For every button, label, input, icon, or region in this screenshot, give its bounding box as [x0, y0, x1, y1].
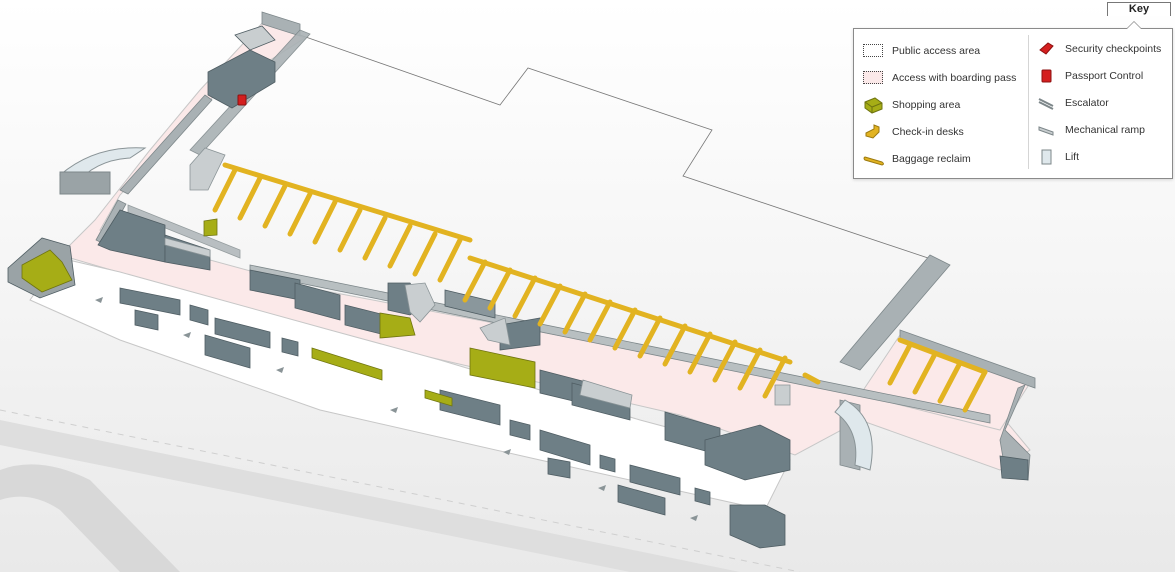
legend-item-escalator: Escalator: [1035, 89, 1161, 116]
passport-control-icon: [1035, 67, 1057, 85]
legend-item-ramp: Mechanical ramp: [1035, 116, 1161, 143]
check-in-desk-icon: [862, 123, 884, 141]
legend-label: Public access area: [892, 44, 981, 57]
light-blocks: [164, 147, 791, 409]
legend-item-check-in: Check-in desks: [862, 118, 1016, 145]
key-toggle-button[interactable]: Key: [1107, 2, 1171, 16]
legend-item-passport: Passport Control: [1035, 62, 1161, 89]
legend-label: Passport Control: [1065, 69, 1144, 82]
legend-item-boarding-pass: Access with boarding pass: [862, 64, 1016, 91]
mechanical-ramp-icon: [1035, 121, 1057, 139]
security-checkpoint-icon: [1035, 40, 1057, 58]
legend-label: Escalator: [1065, 96, 1109, 109]
legend-label: Mechanical ramp: [1065, 123, 1145, 136]
legend-label: Baggage reclaim: [892, 152, 971, 165]
legend-column-right: Security checkpoints Passport Control Es…: [1028, 35, 1161, 169]
legend-item-baggage: Baggage reclaim: [862, 145, 1016, 172]
shopping-areas: [21, 218, 536, 407]
baggage-reclaim-icon: [862, 150, 884, 168]
legend-item-lift: Lift: [1035, 143, 1161, 170]
public-access-swatch: [862, 42, 884, 60]
shopping-area-icon: [862, 96, 884, 114]
legend-item-shopping: Shopping area: [862, 91, 1016, 118]
security-checkpoint-icon[interactable]: [237, 94, 247, 106]
pier-top-left: [59, 147, 873, 471]
legend-label: Access with boarding pass: [892, 71, 1017, 84]
legend-label: Lift: [1065, 150, 1080, 163]
legend-label: Check-in desks: [892, 125, 964, 138]
lift-icon: [1035, 148, 1057, 166]
tarmac: [0, 409, 801, 572]
walkway-arrows: [95, 297, 698, 521]
legend-item-public-access: Public access area: [862, 37, 1016, 64]
escalator-icon: [1035, 94, 1057, 112]
legend-label: Security checkpoints: [1065, 42, 1162, 55]
legend-item-security: Security checkpoints: [1035, 35, 1161, 62]
boarding-pass-swatch: [862, 69, 884, 87]
legend-label: Shopping area: [892, 98, 961, 111]
legend-column-left: Public access area Access with boarding …: [862, 37, 1016, 172]
legend-panel: Public access area Access with boarding …: [853, 21, 1173, 179]
baggage-carousels: [212, 162, 988, 413]
